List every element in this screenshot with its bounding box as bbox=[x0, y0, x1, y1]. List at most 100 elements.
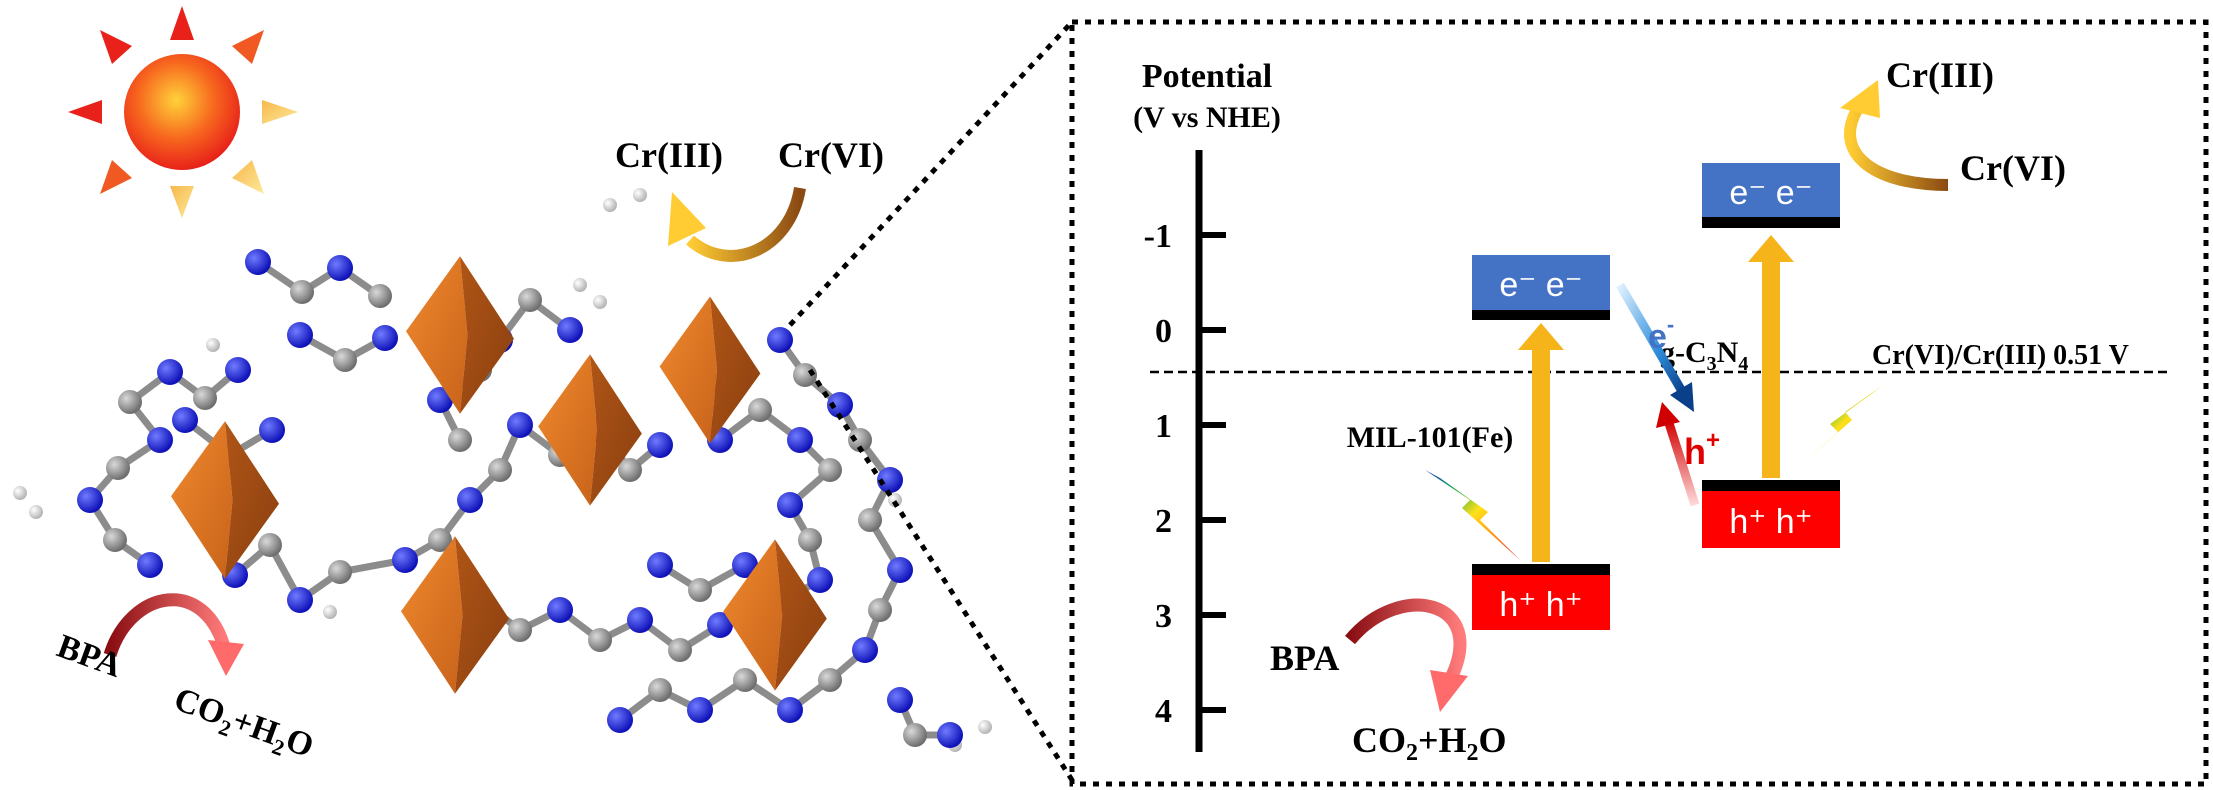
carbon-atom bbox=[106, 456, 130, 480]
mil-vb-band bbox=[1472, 575, 1610, 630]
hydrogen-atom bbox=[888, 493, 902, 507]
axis-title: Potential bbox=[1142, 58, 1272, 95]
gcn-vb-edge bbox=[1702, 480, 1840, 491]
left-cr-iii-label: Cr(III) bbox=[615, 135, 723, 175]
carbon-atom bbox=[848, 428, 872, 452]
axis-tick-label: 4 bbox=[1155, 693, 1172, 730]
carbon-atom bbox=[118, 390, 142, 414]
nitrogen-atom bbox=[787, 427, 813, 453]
octahedron-face bbox=[406, 256, 468, 414]
nitrogen-atom bbox=[767, 327, 793, 353]
nitrogen-atom bbox=[327, 255, 353, 281]
carbon-atom bbox=[368, 284, 392, 308]
gcn-cb-edge bbox=[1702, 217, 1840, 228]
charge-transfer: e- h+ bbox=[1616, 282, 1720, 507]
right-co2-h2o-label: CO2+H2O bbox=[1352, 720, 1507, 766]
carbon-atom bbox=[648, 678, 672, 702]
hydrogen-atom bbox=[603, 198, 617, 212]
nitrogen-atom bbox=[77, 487, 103, 513]
hole-transfer-arrowhead bbox=[1656, 402, 1680, 428]
octahedron-face bbox=[710, 296, 761, 444]
nitrogen-atom bbox=[687, 697, 713, 723]
zoom-line-bottom bbox=[807, 368, 1075, 782]
left-bpa-arrow bbox=[103, 593, 232, 658]
nitrogen-atom bbox=[807, 567, 833, 593]
zoom-box bbox=[1069, 19, 2209, 787]
nitrogen-atom bbox=[887, 687, 913, 713]
redox-label: Cr(VI)/Cr(III) 0.51 V bbox=[1872, 340, 2129, 371]
gcn-band-structure: e⁻ e⁻ h⁺ h⁺ g-C3N4 bbox=[1660, 163, 1883, 548]
nitrogen-atom bbox=[507, 412, 533, 438]
octahedron-face bbox=[723, 539, 783, 691]
carbon-atom bbox=[328, 560, 352, 584]
octahedron-face bbox=[225, 421, 279, 579]
right-bpa-arrowhead bbox=[1430, 670, 1468, 712]
nitrogen-atom bbox=[147, 427, 173, 453]
gcn-vb-label: h⁺ h⁺ bbox=[1729, 503, 1812, 541]
mil-vb-label: h⁺ h⁺ bbox=[1499, 586, 1582, 624]
nitrogen-atom bbox=[372, 325, 398, 351]
nitrogen-atom bbox=[852, 637, 878, 663]
carbon-atom bbox=[733, 668, 757, 692]
carbon-atom bbox=[688, 578, 712, 602]
mil-light-icon bbox=[1425, 470, 1520, 560]
carbon-atom bbox=[798, 528, 822, 552]
gcn-excitation-arrow bbox=[1762, 258, 1780, 478]
right-cr-arrowhead bbox=[1840, 80, 1880, 118]
carbon-atom bbox=[448, 428, 472, 452]
carbon-atom bbox=[868, 598, 892, 622]
right-cr-reduction: Cr(III) Cr(VI) bbox=[1840, 55, 2066, 191]
octahedron-face bbox=[455, 536, 509, 694]
left-cr-reduction: Cr(III) Cr(VI) bbox=[615, 135, 884, 262]
nitrogen-atom bbox=[157, 359, 183, 385]
nitrogen-atom bbox=[887, 557, 913, 583]
gcn-vb-band bbox=[1702, 491, 1840, 548]
nitrogen-atom bbox=[287, 322, 313, 348]
nitrogen-atom bbox=[877, 467, 903, 493]
carbon-atom bbox=[193, 386, 217, 410]
hydrogen-atom bbox=[13, 486, 27, 500]
nitrogen-atom bbox=[245, 249, 271, 275]
axis-tick-label: 2 bbox=[1155, 503, 1172, 540]
mil-101-band-structure: e⁻ e⁻ h⁺ h⁺ MIL-101(Fe) bbox=[1347, 255, 1610, 630]
carbon-atom bbox=[103, 528, 127, 552]
gcn-cb-label: e⁻ e⁻ bbox=[1729, 174, 1812, 212]
carbon-atom bbox=[588, 628, 612, 652]
nitrogen-atom bbox=[647, 552, 673, 578]
mil-excitation-arrow bbox=[1532, 345, 1550, 562]
nitrogen-atom bbox=[777, 697, 803, 723]
nitrogen-atom bbox=[427, 387, 453, 413]
nitrogen-atom bbox=[172, 407, 198, 433]
sun-icon bbox=[68, 6, 298, 218]
hydrogen-atom bbox=[29, 505, 43, 519]
nitrogen-atom bbox=[137, 552, 163, 578]
electron-transfer-arrow bbox=[1616, 282, 1687, 396]
nitrogen-atom bbox=[457, 487, 483, 513]
left-bpa-arrowhead bbox=[208, 640, 244, 676]
left-cr-arrow bbox=[686, 186, 806, 262]
axis-unit: (V vs NHE) bbox=[1133, 101, 1281, 134]
gcn-excitation-arrowhead bbox=[1748, 235, 1794, 262]
gcn-label: g-C3N4 bbox=[1660, 336, 1748, 375]
carbon-atom bbox=[818, 458, 842, 482]
left-cr-vi-label: Cr(VI) bbox=[778, 135, 884, 175]
nitrogen-atom bbox=[392, 547, 418, 573]
right-cr-iii-label: Cr(III) bbox=[1886, 55, 1994, 95]
mil-excitation-arrowhead bbox=[1518, 323, 1564, 350]
carbon-atom bbox=[508, 618, 532, 642]
mil-label: MIL-101(Fe) bbox=[1347, 421, 1514, 454]
octahedron-face bbox=[171, 421, 233, 579]
nitrogen-atom bbox=[259, 417, 285, 443]
nitrogen-atom bbox=[225, 357, 251, 383]
nitrogen-atom bbox=[707, 612, 733, 638]
electron-label: e- bbox=[1648, 312, 1674, 356]
hydrogen-atom bbox=[593, 295, 607, 309]
electron-transfer-arrowhead bbox=[1670, 382, 1694, 412]
octahedron-face bbox=[538, 354, 598, 506]
left-co2-h2o-label: CO2+H2O bbox=[168, 681, 319, 770]
carbon-atom bbox=[793, 363, 817, 387]
right-bpa-label: BPA bbox=[1270, 638, 1339, 678]
axis-tick-label: 3 bbox=[1155, 598, 1172, 635]
